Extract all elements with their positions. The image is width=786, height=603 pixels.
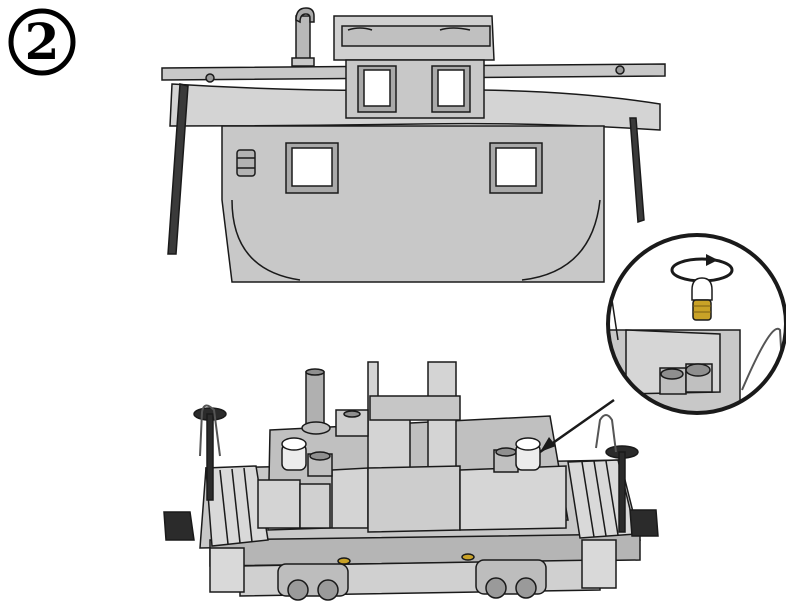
- callout-arrowhead: [540, 437, 556, 452]
- end-platform-right: [567, 459, 637, 539]
- detail-callout: [539, 233, 786, 454]
- step-number-badge: 2: [8, 8, 76, 76]
- brake-wheel-right: [605, 445, 639, 533]
- cupola: [333, 15, 495, 119]
- smoke-stack: [291, 7, 315, 67]
- truck-left: [277, 563, 349, 601]
- led-socket-right: [493, 437, 541, 473]
- caboose-chassis: [163, 361, 659, 601]
- car-body: [221, 125, 605, 283]
- step-number: 2: [25, 12, 60, 71]
- tail-light-housing: [236, 149, 256, 177]
- coupler-left: [163, 511, 195, 541]
- caboose-shell: [161, 7, 666, 283]
- seats: [257, 361, 461, 529]
- ladder-left: [167, 83, 189, 255]
- truck-right: [475, 559, 547, 599]
- coupler-right: [629, 509, 659, 537]
- ladder-right: [629, 117, 645, 224]
- side-window-left: [285, 142, 339, 194]
- cupola-window-left: [363, 69, 391, 107]
- cupola-window-right: [437, 69, 465, 107]
- stove-pipe: [301, 368, 331, 435]
- led-bulb-icon: [691, 277, 713, 321]
- led-socket-left: [281, 437, 333, 477]
- side-window-right: [489, 142, 543, 194]
- end-platform-left: [205, 465, 269, 547]
